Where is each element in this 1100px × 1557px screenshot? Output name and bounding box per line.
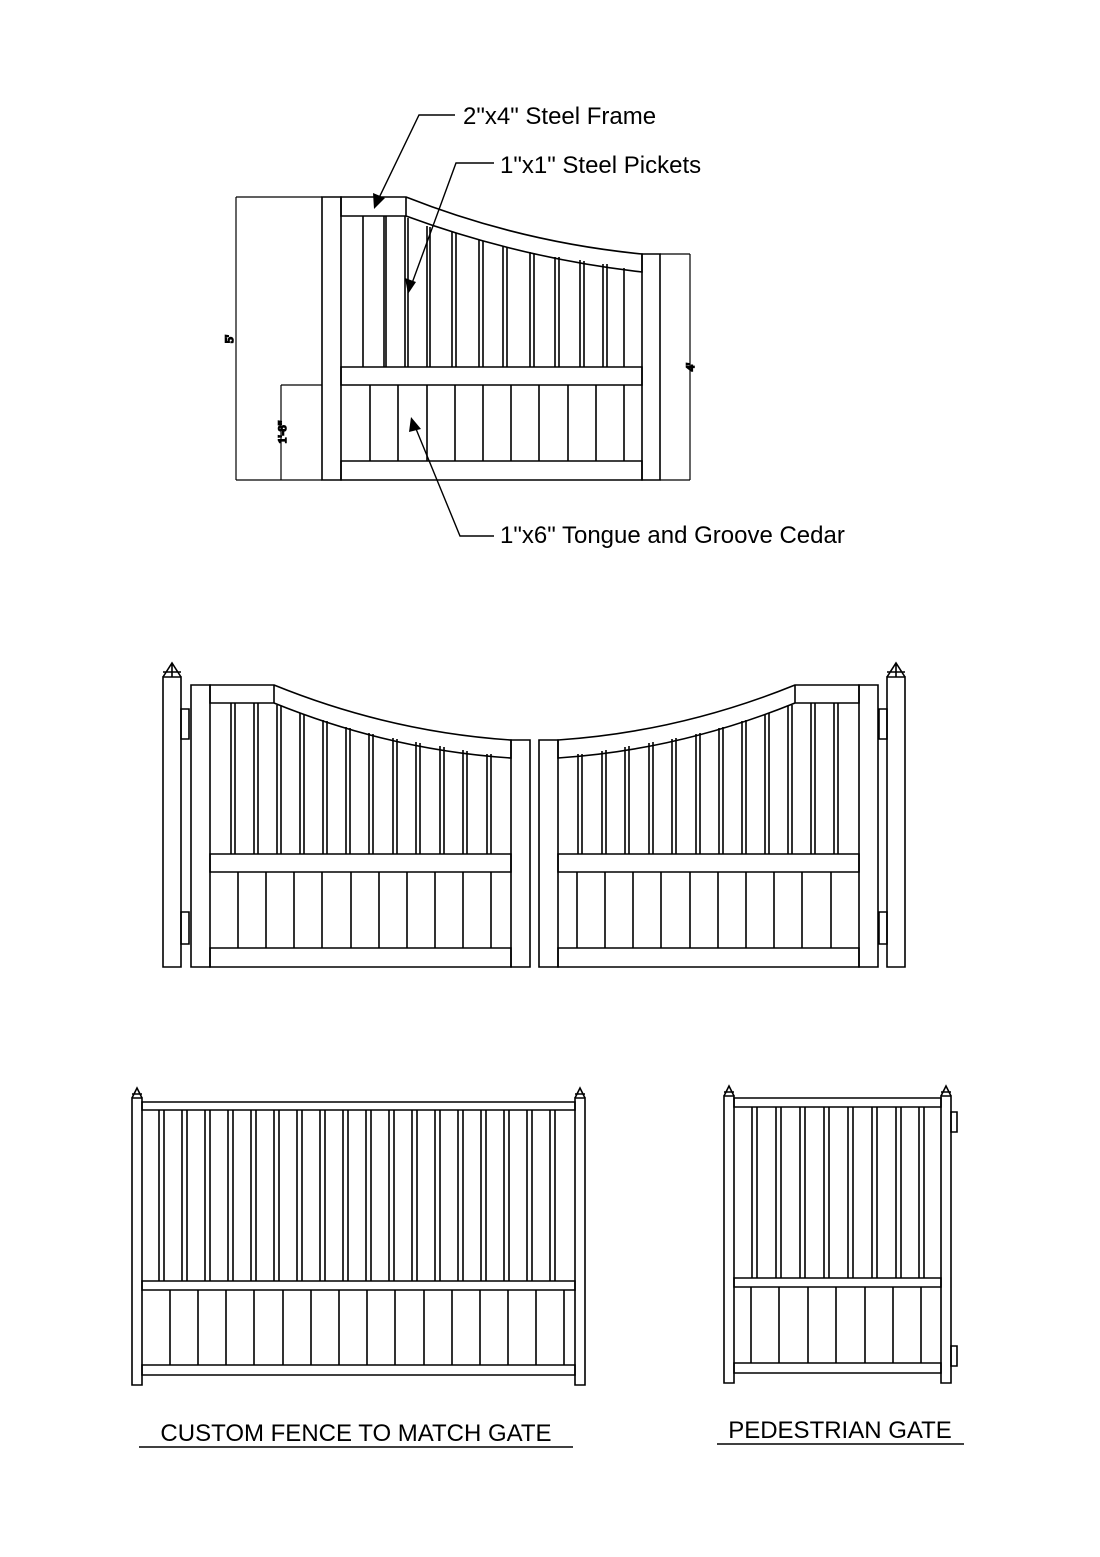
gate-detail-mid-rail: [341, 367, 642, 385]
fence-left-post: [132, 1088, 142, 1385]
end-height-dimension: 4': [683, 363, 697, 371]
cedar-height-dimension: 1'-8": [275, 420, 289, 443]
fence-caption: CUSTOM FENCE TO MATCH GATE: [160, 1420, 551, 1447]
right-post: [879, 663, 905, 967]
overall-height-dimension: 5': [222, 335, 236, 343]
right-gate-leaf: [539, 685, 878, 967]
ped-pickets: [752, 1107, 924, 1278]
fence-right-post: [575, 1088, 585, 1385]
fence-pickets: [159, 1110, 555, 1281]
double-gate-elevation: [163, 663, 905, 967]
callout-arrowheads: [373, 193, 421, 432]
pickets-callout: 1"x1" Steel Pickets: [500, 152, 701, 179]
ped-cedar-boards: [751, 1287, 921, 1363]
gate-detail-cedar-boards: [370, 385, 624, 461]
gate-detail-left-stile: [322, 197, 341, 480]
cedar-callout: 1"x6" Tongue and Groove Cedar: [500, 522, 845, 549]
gate-detail: 5' 1'-8" 4' 2"x4" Steel Frame 1"x1" Stee…: [221, 103, 845, 549]
left-post: [163, 663, 189, 967]
ped-left-post: [724, 1086, 734, 1383]
pedestrian-caption: PEDESTRIAN GATE: [728, 1417, 952, 1444]
fence-bottom-rail: [142, 1365, 575, 1375]
ped-mid-rail: [734, 1278, 941, 1287]
callout-leaders: [377, 115, 494, 536]
left-gate-leaf: [191, 685, 530, 967]
gate-detail-bottom-rail: [341, 461, 642, 480]
frame-callout: 2"x4" Steel Frame: [463, 103, 656, 130]
ped-right-post: [941, 1086, 957, 1383]
fence-top-rail: [142, 1102, 575, 1110]
fence-mid-rail: [142, 1281, 575, 1290]
gate-detail-pickets: [363, 216, 624, 367]
pedestrian-gate-elevation: [724, 1086, 957, 1383]
dimension-lines: [236, 197, 690, 480]
fence-cedar-boards: [170, 1290, 564, 1365]
ped-top-rail: [734, 1098, 941, 1107]
ped-bottom-rail: [734, 1363, 941, 1373]
gate-detail-right-stile: [642, 254, 660, 480]
gate-detail-top-rail: [341, 197, 642, 272]
custom-fence-elevation: [132, 1088, 585, 1385]
